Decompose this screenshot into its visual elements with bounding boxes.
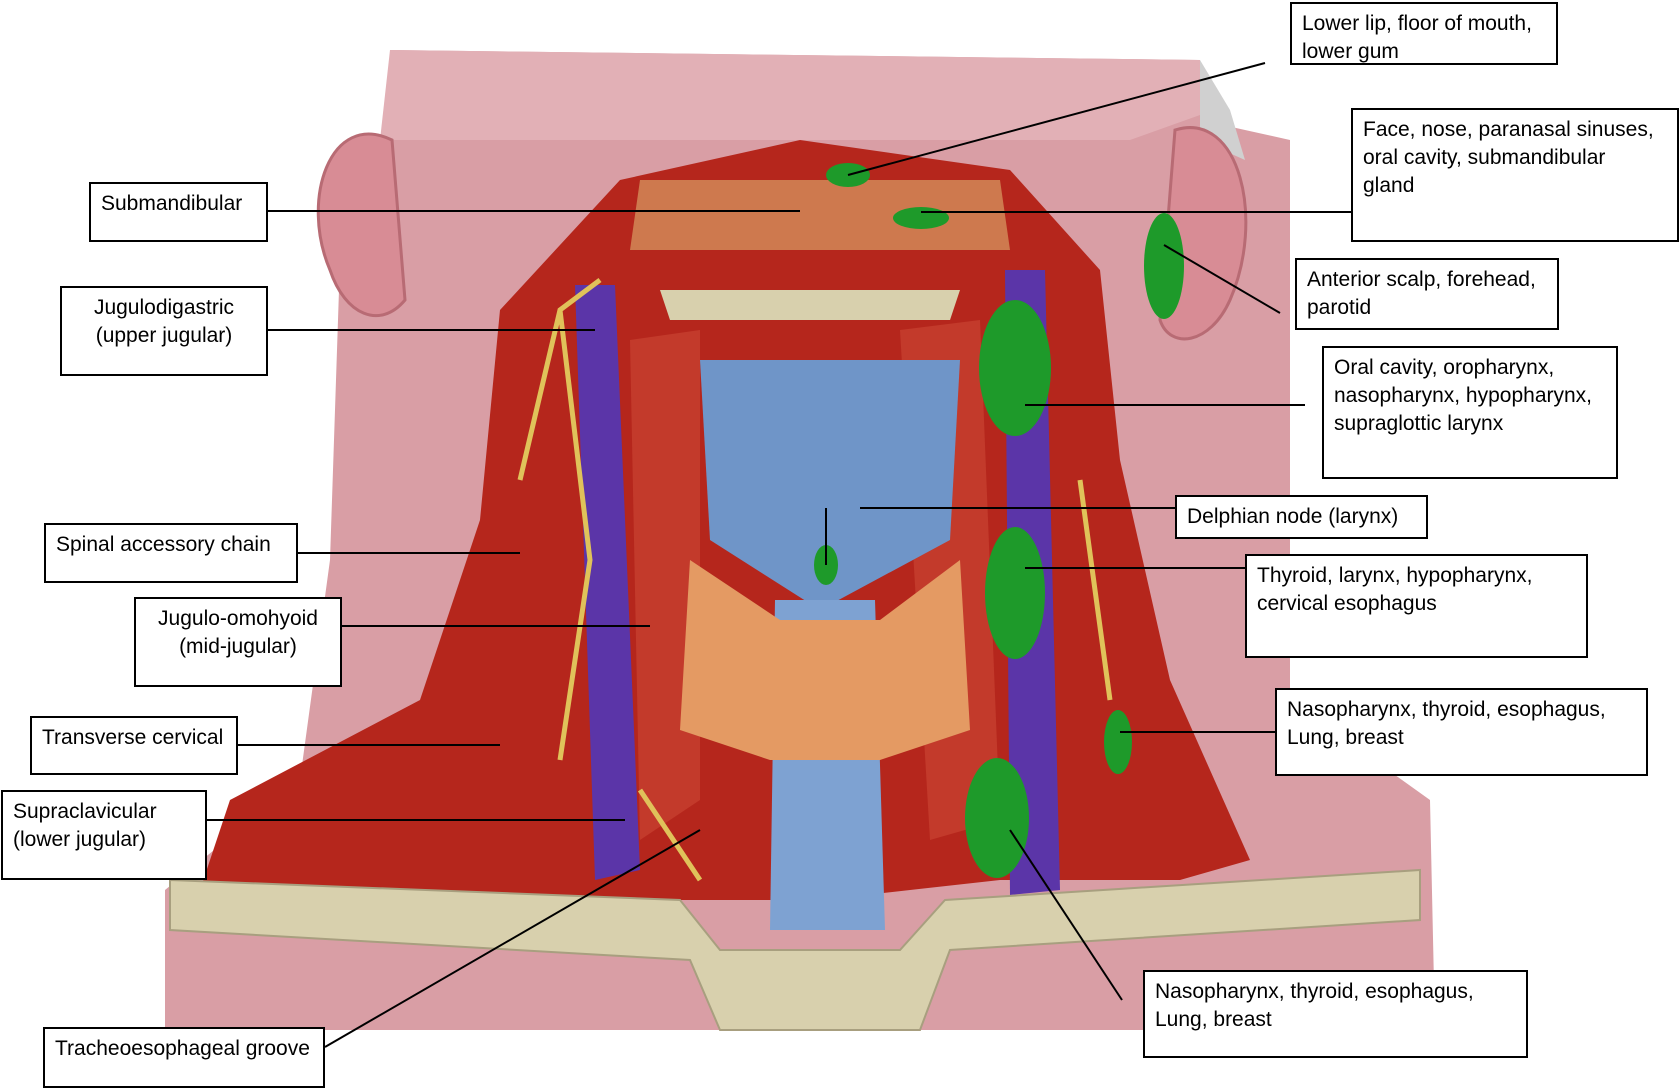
label-oral-cavity: Oral cavity, oropharynx, nasopharynx, hy… <box>1322 346 1618 479</box>
thyroid-gland <box>680 560 970 760</box>
label-supraclavicular: Supraclavicular (lower jugular) <box>1 790 207 880</box>
node-anterior-scalp <box>1144 213 1184 319</box>
label-spinal-accessory: Spinal accessory chain <box>44 523 298 583</box>
label-nasopharynx-1: Nasopharynx, thyroid, esophagus, Lung, b… <box>1275 688 1648 776</box>
internal-jugular-left <box>575 285 640 880</box>
node-oral-cavity <box>979 300 1051 436</box>
node-thyroid-larynx <box>985 527 1045 659</box>
leader-lines <box>207 62 1351 1048</box>
submandibular-area <box>630 180 1010 250</box>
left-ear <box>316 132 407 318</box>
label-tracheoesophageal: Tracheoesophageal groove <box>43 1027 325 1088</box>
label-face-nose: Face, nose, paranasal sinuses, oral cavi… <box>1351 108 1679 242</box>
node-nasopharynx-2 <box>965 758 1029 878</box>
node-face-nose <box>893 207 949 229</box>
clavicles <box>169 868 1421 1031</box>
label-delphian: Delphian node (larynx) <box>1175 495 1428 539</box>
label-jugulodigastric: Jugulodigastric (upper jugular) <box>60 286 268 376</box>
hyoid-bone <box>660 290 960 320</box>
thyroid-cartilage <box>700 360 960 610</box>
lymph-chain <box>517 278 1113 882</box>
head-back <box>380 50 1200 140</box>
label-transverse-cervical: Transverse cervical <box>30 716 238 775</box>
node-nasopharynx-1 <box>1104 710 1132 774</box>
label-anterior-scalp: Anterior scalp, forehead, parotid <box>1295 258 1559 330</box>
label-jugulo-omohyoid: Jugulo-omohyoid (mid-jugular) <box>134 597 342 687</box>
label-lower-lip: Lower lip, floor of mouth, lower gum <box>1290 2 1558 65</box>
label-submandibular: Submandibular <box>89 182 268 242</box>
label-nasopharynx-2: Nasopharynx, thyroid, esophagus, Lung, b… <box>1143 970 1528 1058</box>
label-thyroid-larynx: Thyroid, larynx, hypopharynx, cervical e… <box>1245 554 1588 658</box>
